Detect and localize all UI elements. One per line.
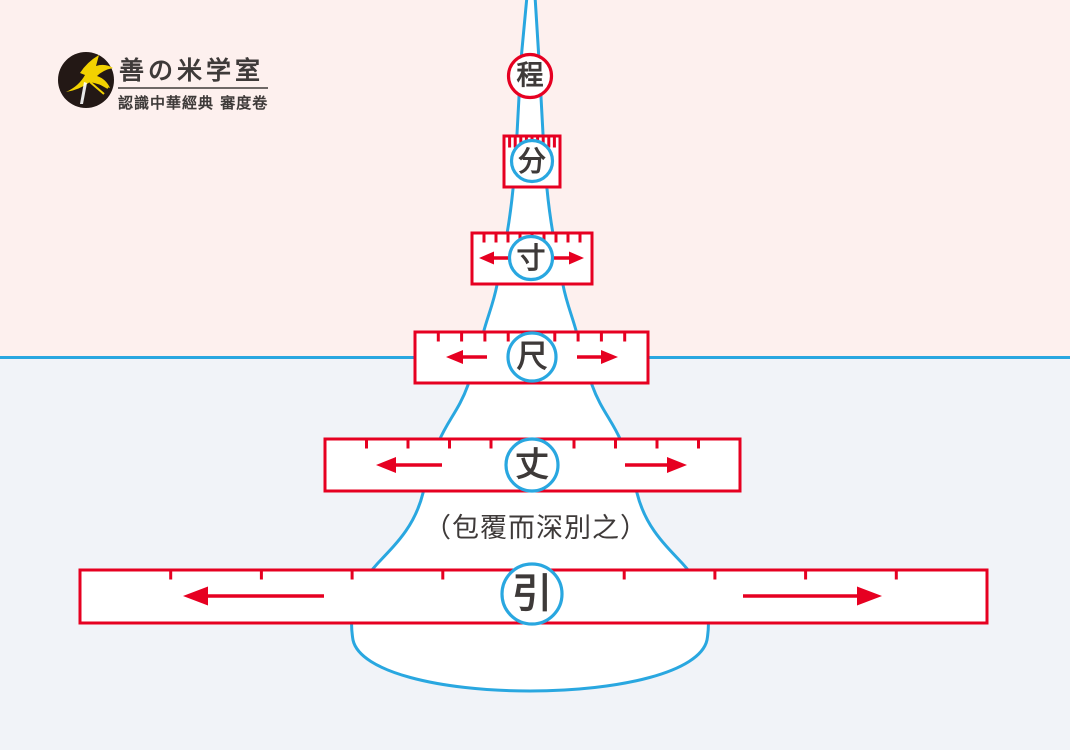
left-arrow-head (183, 586, 208, 606)
unit-circle-cun (507, 234, 555, 282)
logo-subtitle: 認識中華經典 審度卷 (118, 94, 268, 112)
unit-fen: 分 (502, 134, 562, 189)
unit-circle-chi (506, 331, 558, 383)
unit-circle-zhang (504, 437, 560, 493)
left-arrow-head (446, 350, 463, 364)
left-arrow-head (479, 251, 494, 265)
unit-label-yin: 引 (512, 571, 552, 617)
unit-circle-yin (500, 562, 564, 626)
annotation-text: （包覆而深別之） (424, 513, 648, 544)
unit-cun: 寸 (470, 231, 594, 286)
unit-cheng: 程 (506, 52, 554, 100)
left-arrow-head (376, 457, 396, 473)
unit-label-cheng: 程 (517, 61, 544, 92)
unit-circle-cheng (506, 52, 554, 100)
right-arrow-head (601, 350, 618, 364)
unit-yin: 引 (78, 562, 989, 626)
logo-title: 善の米学室 (119, 56, 264, 85)
bird-icon (66, 55, 113, 104)
right-arrow-head (569, 251, 584, 265)
unit-chi: 尺 (413, 330, 650, 385)
unit-zhang: 丈 (323, 437, 742, 493)
unit-circle-fen (509, 138, 555, 184)
unit-label-fen: 分 (518, 145, 546, 178)
right-arrow-head (857, 586, 882, 606)
right-arrow-head (667, 457, 687, 473)
unit-label-zhang: 丈 (515, 445, 549, 485)
unit-label-cun: 寸 (516, 241, 545, 275)
unit-label-chi: 尺 (517, 339, 548, 375)
logo: 善の米学室 認識中華經典 審度卷 (58, 52, 268, 112)
